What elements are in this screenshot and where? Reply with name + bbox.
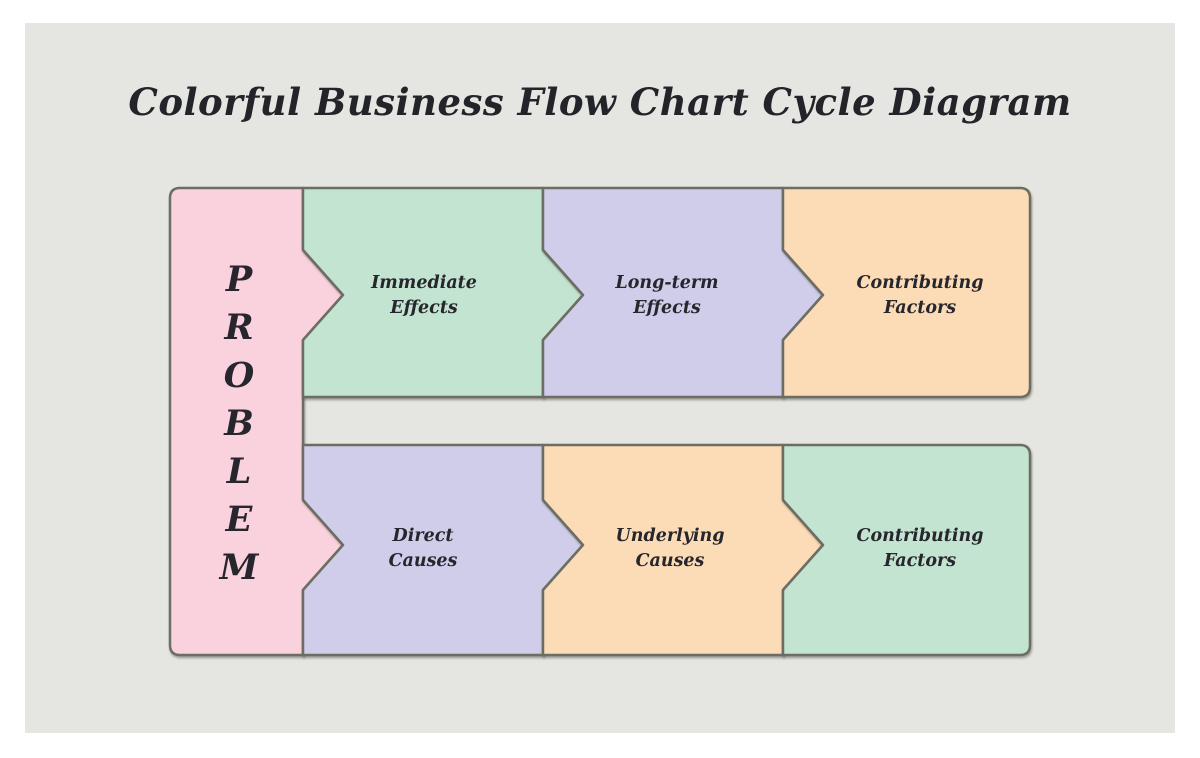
label-contributing-factors-bottom: Contributing Factors [857,524,984,574]
diagram-title: Colorful Business Flow Chart Cycle Diagr… [128,80,1072,124]
shape-contributing-factors-bottom [781,443,1032,657]
label-line: Effects [633,298,701,318]
shape-contributing-factors-top [781,186,1032,399]
label-line: Immediate [371,273,477,293]
problem-letter: M [219,547,259,588]
label-line: Contributing [856,526,984,546]
problem-letter: E [225,499,253,540]
label-contributing-factors-top: Contributing Factors [857,271,984,321]
label-underlying-causes: Underlying Causes [616,524,725,574]
label-immediate-effects: Immediate Effects [371,271,477,321]
label-line: Contributing [856,273,984,293]
label-line: Direct [392,526,454,546]
label-line: Causes [635,551,705,571]
label-line: Causes [388,551,458,571]
label-line: Long-term [615,273,719,293]
label-line: Effects [390,298,458,318]
label-long-term-effects: Long-term Effects [615,271,718,321]
problem-letter: P [225,259,253,300]
label-line: Factors [883,298,957,318]
problem-letter: R [224,307,254,348]
problem-letter: O [223,355,255,396]
problem-letter: B [224,403,254,444]
label-problem: P R O B L E M [220,256,259,592]
label-line: Factors [883,551,957,571]
label-line: Underlying [615,526,725,546]
flowchart-shapes [168,186,1032,657]
label-direct-causes: Direct Causes [389,524,458,574]
problem-letter: L [226,451,252,492]
